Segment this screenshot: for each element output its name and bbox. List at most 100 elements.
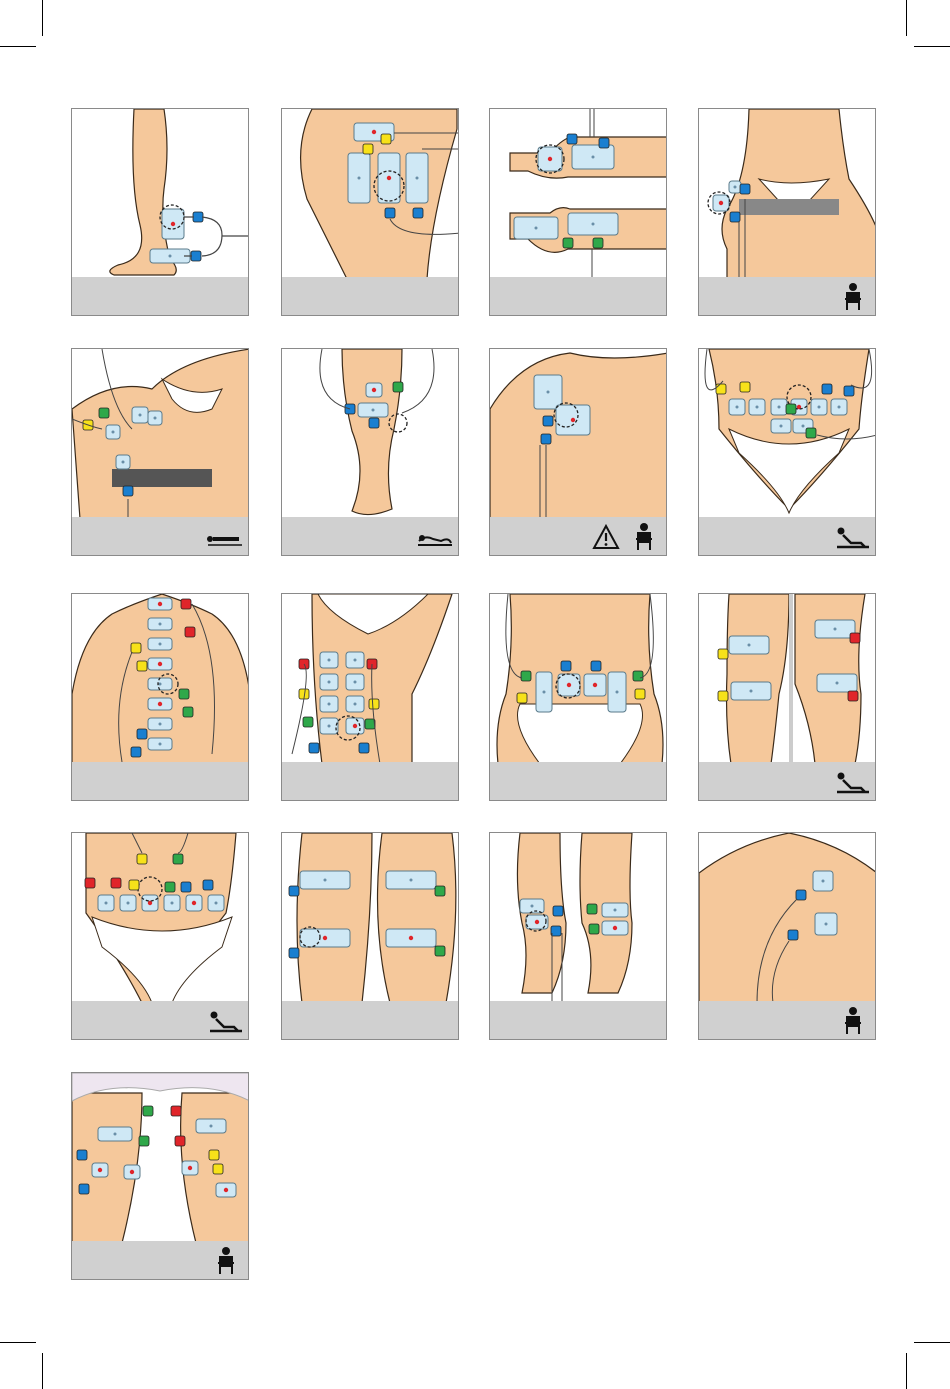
lead-connector [369, 418, 379, 428]
electrode-center-dot [171, 222, 175, 226]
lead-connector [131, 747, 141, 757]
lead-connector [796, 890, 806, 900]
electrode-center-dot [778, 406, 781, 409]
lead-connector [806, 428, 816, 438]
lead-connector [173, 854, 183, 864]
lead-connector [844, 386, 854, 396]
lead-connector [591, 661, 601, 671]
lead-connector [137, 661, 147, 671]
card-ankle [71, 108, 249, 316]
lead-connector [179, 689, 189, 699]
card-hand-wrist [489, 108, 667, 316]
electrode-center-dot [171, 902, 174, 905]
electrode-center-dot [387, 176, 391, 180]
lead-connector [363, 144, 373, 154]
electrode-center-dot [836, 682, 839, 685]
electrode-center-dot [112, 431, 115, 434]
crop-mark [0, 46, 36, 47]
lead-connector [599, 138, 609, 148]
card-thigh-front [281, 593, 459, 801]
lead-connector [435, 946, 445, 956]
card-lower-back [489, 593, 667, 801]
electrode-center-dot [736, 406, 739, 409]
caption-bar [282, 1001, 458, 1039]
lead-connector [209, 1150, 219, 1160]
lead-connector [633, 671, 643, 681]
lead-connector [553, 906, 563, 916]
lead-connector [716, 384, 726, 394]
lead-connector [517, 693, 527, 703]
electrode-center-dot [822, 880, 825, 883]
card-abdomen [698, 348, 876, 556]
electrode-center-dot [748, 644, 751, 647]
body-shape [699, 833, 876, 1003]
lead-connector [718, 691, 728, 701]
electrode-center-dot [802, 425, 805, 428]
lead-connector [541, 434, 551, 444]
lead-connector [171, 1106, 181, 1116]
caption-bar [282, 277, 458, 315]
electrode-center-dot [158, 602, 162, 606]
warning-icon [592, 523, 620, 551]
crop-mark [42, 0, 43, 36]
lead-connector [165, 882, 175, 892]
seated-person-icon [833, 281, 869, 311]
electrode-center-dot [159, 723, 162, 726]
lead-wire [590, 109, 594, 279]
lead-connector [77, 1150, 87, 1160]
crop-mark [906, 0, 907, 36]
electrode-center-dot [159, 683, 162, 686]
lead-connector [385, 208, 395, 218]
electrode-center-dot [734, 186, 737, 189]
electrode-center-dot [410, 879, 413, 882]
lead-connector [369, 699, 379, 709]
lead-connector [111, 878, 121, 888]
electrode-center-dot [354, 659, 357, 662]
electrode-center-dot [353, 724, 357, 728]
crop-mark [906, 1353, 907, 1389]
lead-connector [740, 184, 750, 194]
lead-connector [822, 384, 832, 394]
electrode-center-dot [409, 936, 413, 940]
electrode-center-dot [354, 681, 357, 684]
electrode-center-dot [535, 920, 539, 924]
body-shape [490, 353, 667, 523]
electrode-center-dot [154, 417, 157, 420]
card-thighs-inner [71, 1072, 249, 1280]
lead-connector [563, 238, 573, 248]
seated-person-icon [624, 521, 660, 551]
electrode-center-dot [323, 936, 327, 940]
crop-mark [914, 46, 950, 47]
electrode-center-dot [328, 703, 331, 706]
electrode-center-dot [416, 177, 419, 180]
body-shape [342, 349, 402, 515]
lead-connector [587, 904, 597, 914]
electrode-center-dot [719, 201, 723, 205]
electrode-center-dot [328, 659, 331, 662]
lead-connector [435, 886, 445, 896]
electrode-center-dot [159, 643, 162, 646]
underwear [518, 704, 643, 764]
electrode-center-dot [547, 391, 550, 394]
electrode-center-dot [834, 628, 837, 631]
electrode-center-dot [372, 130, 376, 134]
electrode-center-dot [531, 905, 534, 908]
electrode-center-dot [139, 414, 142, 417]
caption-bar [490, 1001, 666, 1039]
electrode-center-dot [328, 725, 331, 728]
lead-connector [175, 1136, 185, 1146]
electrode-center-dot [158, 662, 162, 666]
card-lower-abdomen [71, 832, 249, 1040]
electrode-center-dot [130, 1170, 134, 1174]
lead-connector [521, 671, 531, 681]
electrode-center-dot [192, 901, 196, 905]
electrode-center-dot [543, 691, 546, 694]
electrode-center-dot [159, 623, 162, 626]
lead-wire [184, 217, 249, 256]
lead-connector [99, 408, 109, 418]
electrode-center-dot [122, 461, 125, 464]
seat [739, 199, 839, 215]
lead-connector [567, 134, 577, 144]
electrode-center-dot [114, 1133, 117, 1136]
card-calves [489, 832, 667, 1040]
